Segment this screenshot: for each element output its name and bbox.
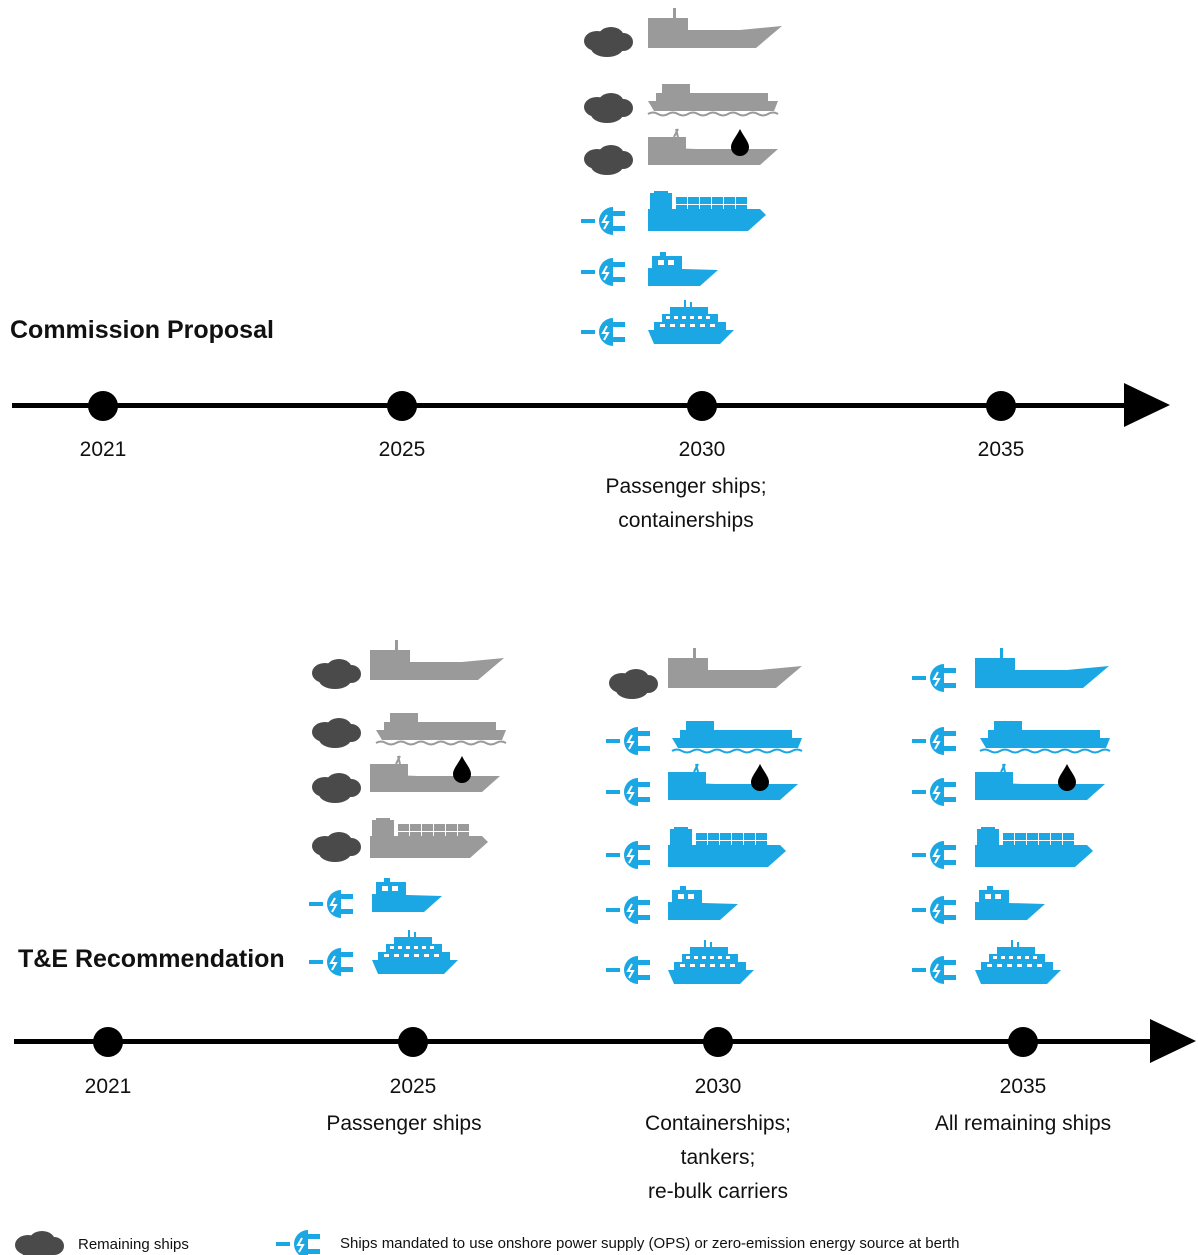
recommendation-title: T&E Recommendation xyxy=(18,945,285,973)
rec2025-small-ship-icon-10 xyxy=(372,878,442,912)
legend-remaining-label: Remaining ships xyxy=(78,1236,189,1253)
recommendation-year-2025: 2025 xyxy=(389,1075,437,1098)
commission-year-2025: 2025 xyxy=(378,438,426,461)
recommendation-axis-line xyxy=(14,1039,1164,1044)
rec2030-tanker-ship-icon-12 xyxy=(668,648,802,688)
commission-oil-ship-icon-2 xyxy=(648,128,778,165)
rec2030-ops-plug-icon-16 xyxy=(606,896,650,924)
rec2035-oil-ship-icon-20 xyxy=(975,763,1105,800)
commission-dot-2030 xyxy=(687,391,717,421)
rec2025-tanker-ship-icon-6 xyxy=(370,640,504,680)
rec2025-oil-ship-icon-8 xyxy=(370,755,500,792)
rec2035-ops-plug-icon-19 xyxy=(912,727,956,755)
rec2025-ops-plug-icon-11 xyxy=(309,948,353,976)
commission-tanker-ship-icon-0 xyxy=(648,8,782,48)
recommendation-dot-2025 xyxy=(398,1027,428,1057)
rec2025-container-ship-icon-9 xyxy=(370,818,488,858)
recommendation-year-2021: 2021 xyxy=(84,1075,132,1098)
rec2030-oil-ship-icon-14 xyxy=(668,763,798,800)
recommendation-caption-2035: All remaining ships xyxy=(934,1112,1112,1135)
recommendation-caption-2025: Passenger ships xyxy=(326,1112,482,1135)
rec2035-roro-ship-icon-19 xyxy=(979,721,1111,754)
rec2025-roro-ship-icon-7 xyxy=(375,713,507,746)
commission-roro-ship-icon-1 xyxy=(647,84,779,117)
commission-passenger-ship-icon-5 xyxy=(648,300,734,344)
commission-ops-plug-icon-3 xyxy=(581,207,625,235)
commission-year-2030: 2030 xyxy=(678,438,726,461)
commission-ops-plug-icon-5 xyxy=(581,318,625,346)
commission-axis-arrowhead xyxy=(1124,383,1170,427)
rec2030-ops-plug-icon-14 xyxy=(606,778,650,806)
commission-remaining-cloud-icon-2 xyxy=(584,145,633,175)
rec2025-remaining-cloud-icon-9 xyxy=(312,832,361,862)
commission-year-2021: 2021 xyxy=(79,438,127,461)
rec2035-ops-plug-icon-20 xyxy=(912,778,956,806)
rec2035-container-ship-icon-21 xyxy=(975,827,1093,867)
commission-dot-2021 xyxy=(88,391,118,421)
commission-small-ship-icon-4 xyxy=(648,252,718,286)
recommendation-year-2030: 2030 xyxy=(694,1075,742,1098)
rec2025-passenger-ship-icon-11 xyxy=(372,930,458,974)
rec2035-ops-plug-icon-22 xyxy=(912,896,956,924)
recommendation-dot-2030 xyxy=(703,1027,733,1057)
rec2025-remaining-cloud-icon-6 xyxy=(312,659,361,689)
commission-year-2035: 2035 xyxy=(977,438,1025,461)
recommendation-caption-2030: Containerships; tankers; re-bulk carrier… xyxy=(645,1112,791,1203)
rec2035-small-ship-icon-22 xyxy=(975,886,1045,920)
commission-title: Commission Proposal xyxy=(10,316,274,344)
rec2025-remaining-cloud-icon-8 xyxy=(312,773,361,803)
commission-dot-2025 xyxy=(387,391,417,421)
rec2030-ops-plug-icon-13 xyxy=(606,727,650,755)
commission-ops-plug-icon-4 xyxy=(581,258,625,286)
commission-remaining-cloud-icon-1 xyxy=(584,93,633,123)
rec2030-small-ship-icon-16 xyxy=(668,886,738,920)
rec2035-ops-plug-icon-18 xyxy=(912,664,956,692)
legend-plug-icon xyxy=(276,1230,320,1255)
rec2030-passenger-ship-icon-17 xyxy=(668,940,754,984)
rec2035-ops-plug-icon-21 xyxy=(912,841,956,869)
recommendation-year-2035: 2035 xyxy=(999,1075,1047,1098)
rec2030-roro-ship-icon-13 xyxy=(671,721,803,754)
rec2030-remaining-cloud-icon-12 xyxy=(609,669,658,699)
rec2025-ops-plug-icon-10 xyxy=(309,890,353,918)
rec2035-passenger-ship-icon-23 xyxy=(975,940,1061,984)
legend-cloud-icon xyxy=(15,1231,64,1255)
recommendation-dot-2035 xyxy=(1008,1027,1038,1057)
rec2035-ops-plug-icon-23 xyxy=(912,956,956,984)
recommendation-dot-2021 xyxy=(93,1027,123,1057)
commission-axis-line xyxy=(12,403,1142,408)
legend-mandated-label: Ships mandated to use onshore power supp… xyxy=(340,1235,960,1252)
rec2030-ops-plug-icon-15 xyxy=(606,841,650,869)
rec2035-tanker-ship-icon-18 xyxy=(975,648,1109,688)
rec2025-remaining-cloud-icon-7 xyxy=(312,718,361,748)
rec2030-ops-plug-icon-17 xyxy=(606,956,650,984)
commission-caption-2030: Passenger ships; containerships xyxy=(605,475,767,532)
commission-container-ship-icon-3 xyxy=(648,191,766,231)
rec2030-container-ship-icon-15 xyxy=(668,827,786,867)
commission-dot-2035 xyxy=(986,391,1016,421)
recommendation-axis-arrowhead xyxy=(1150,1019,1196,1063)
commission-remaining-cloud-icon-0 xyxy=(584,27,633,57)
